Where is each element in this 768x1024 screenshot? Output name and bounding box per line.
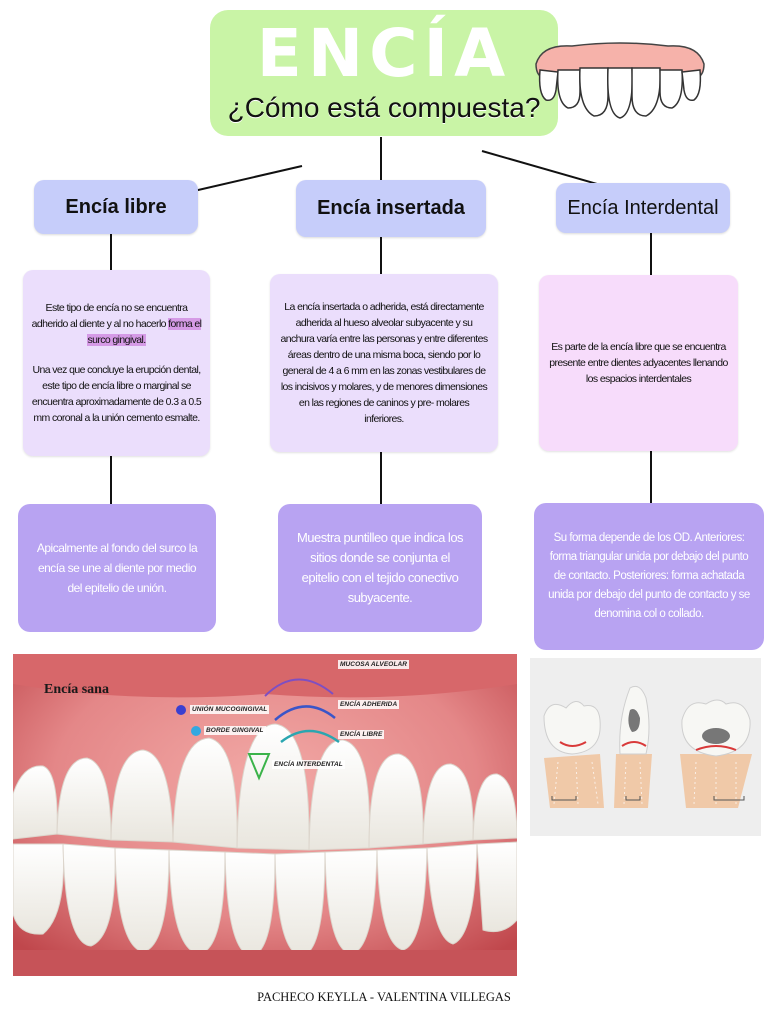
description-paragraph: Es parte de la encía libre que se encuen… bbox=[549, 341, 728, 385]
title-box bbox=[210, 10, 558, 136]
note-encia-libre: Apicalmente al fondo del surco la encía … bbox=[18, 504, 216, 632]
connector-line bbox=[380, 237, 382, 275]
connector-line bbox=[380, 137, 382, 181]
tooth-section-diagram bbox=[543, 685, 752, 808]
note-encia-interdental: Su forma depende de los OD. Anteriores: … bbox=[534, 503, 764, 650]
annotation-mucosa-alveolar: MUCOSA ALVEOLAR bbox=[338, 660, 410, 669]
heading-label: Encía insertada bbox=[317, 197, 465, 219]
annotation-encia-libre: ENCÍA LIBRE bbox=[338, 730, 385, 739]
heading-label: Encía Interdental bbox=[567, 196, 719, 219]
description-encia-libre: Este tipo de encía no se encuentra adher… bbox=[23, 270, 210, 456]
photo-label: Encía sana bbox=[44, 682, 109, 697]
annotation-borde-gingival: BORDE GINGIVAL bbox=[204, 726, 266, 735]
connector-line bbox=[650, 233, 652, 275]
description-paragraph: Este tipo de encía no se encuentra adher… bbox=[31, 302, 202, 346]
connector-line bbox=[110, 456, 112, 504]
annotation-encia-adherida: ENCÍA ADHERIDA bbox=[338, 700, 400, 709]
heading-encia-interdental: Encía Interdental bbox=[556, 183, 730, 233]
interdental-teeth-illustration bbox=[530, 658, 761, 836]
description-paragraph: Una vez que concluye la erupción dental,… bbox=[31, 364, 202, 424]
connector-line bbox=[650, 451, 652, 503]
note-encia-insertada: Muestra puntilleo que indica los sitios … bbox=[278, 504, 482, 632]
gum-photo bbox=[13, 654, 517, 976]
border-marker-dot bbox=[191, 726, 201, 736]
description-encia-insertada: La encía insertada o adherida, está dire… bbox=[270, 274, 498, 452]
description-paragraph: La encía insertada o adherida, está dire… bbox=[280, 301, 489, 425]
page-subtitle: ¿Cómo está compuesta? bbox=[227, 92, 541, 123]
description-encia-interdental: Es parte de la encía libre que se encuen… bbox=[539, 275, 738, 451]
denture-icon bbox=[535, 42, 705, 119]
annotation-union-mucogingival: UNIÓN MUCOGINGIVAL bbox=[190, 705, 270, 714]
author-footer: PACHECO KEYLLA - VALENTINA VILLEGAS bbox=[257, 990, 511, 1004]
union-marker-dot bbox=[176, 705, 186, 715]
connector-line bbox=[110, 234, 112, 272]
heading-encia-libre: Encía libre bbox=[34, 180, 198, 234]
gum-photo-illustration bbox=[13, 654, 517, 976]
annotation-encia-interdental: ENCÍA INTERDENTAL bbox=[272, 760, 345, 769]
page-title: ENCÍA bbox=[256, 15, 512, 92]
heading-encia-insertada: Encía insertada bbox=[296, 180, 486, 237]
heading-label: Encía libre bbox=[65, 195, 167, 218]
connector-line bbox=[380, 452, 382, 504]
